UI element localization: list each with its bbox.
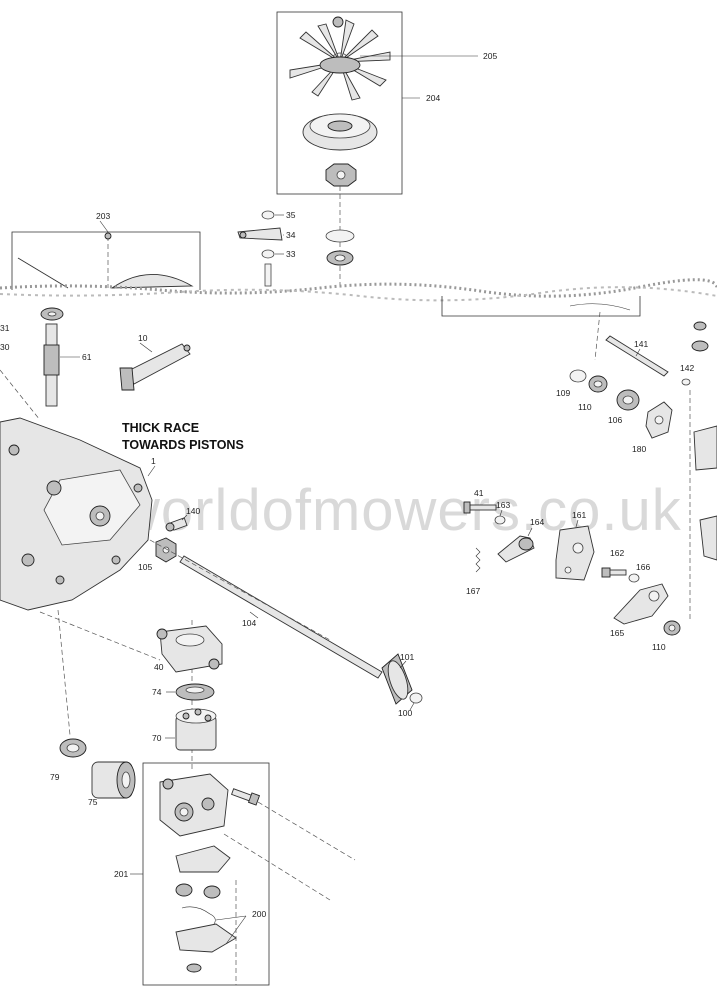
- label-34: 34: [286, 230, 296, 240]
- seal-79: [59, 738, 87, 758]
- label-203: 203: [96, 211, 110, 221]
- ring-100: [409, 692, 423, 704]
- label-180: 180: [632, 444, 646, 454]
- label-75: 75: [88, 797, 98, 807]
- plate-161: [555, 525, 595, 581]
- cut-band: [0, 278, 717, 302]
- label-110-upper: 110: [578, 402, 592, 412]
- fitting-140: [165, 517, 188, 532]
- ring-109: [569, 369, 587, 383]
- label-205: 205: [483, 51, 497, 61]
- motor-75: [91, 761, 136, 799]
- pulley: [302, 113, 378, 151]
- control-arm-34: [237, 227, 283, 241]
- label-204: 204: [426, 93, 440, 103]
- label-40: 40: [154, 662, 164, 672]
- pin-142: [681, 378, 691, 386]
- label-33: 33: [286, 249, 296, 259]
- bracket-203: [110, 274, 194, 289]
- hub-nut: [325, 163, 357, 187]
- pump-housing: [159, 773, 229, 837]
- label-142: 142: [680, 363, 694, 373]
- center-section-40: [156, 625, 223, 673]
- spring-clip: [181, 906, 216, 925]
- label-163: 163: [496, 500, 510, 510]
- bolt-201: [231, 788, 261, 806]
- rod-141: [605, 335, 669, 377]
- label-101: 101: [400, 652, 414, 662]
- thrust-bearing-74: [175, 683, 215, 701]
- bevel-gear-101: [381, 653, 413, 705]
- pin-33: [264, 263, 272, 287]
- label-79: 79: [50, 772, 60, 782]
- label-200: 200: [252, 909, 266, 919]
- note-line-1: THICK RACE: [122, 421, 199, 435]
- filter-plate: [175, 923, 237, 953]
- fan-pulley-assembly-box: [276, 11, 403, 195]
- lever-164: [497, 535, 535, 563]
- label-162: 162: [610, 548, 624, 558]
- washer-163: [494, 515, 506, 525]
- label-70: 70: [152, 733, 162, 743]
- label-166: 166: [636, 562, 650, 572]
- watermark-text: worldofmowers.co.uk: [117, 478, 682, 543]
- label-165: 165: [610, 628, 624, 638]
- label-10: 10: [138, 333, 148, 343]
- spring-167: [475, 547, 481, 573]
- note-line-2: TOWARDS PISTONS: [122, 438, 244, 452]
- check-valves: [175, 883, 221, 899]
- filter-plug: [186, 963, 202, 973]
- washer-166: [628, 573, 640, 583]
- label-61: 61: [82, 352, 92, 362]
- gear-105: [155, 537, 177, 563]
- label-140: 140: [186, 506, 200, 516]
- transaxle-housing-1: [0, 417, 153, 611]
- label-104: 104: [242, 618, 256, 628]
- cylinder-block-70: [175, 708, 217, 751]
- arm-165: [613, 583, 669, 625]
- plate: [175, 845, 231, 873]
- bushing-106: [616, 389, 640, 411]
- label-110-lower: 110: [652, 642, 666, 652]
- label-41: 41: [474, 488, 484, 498]
- axle-shaft-104: [179, 555, 383, 679]
- label-109: 109: [556, 388, 570, 398]
- bypass-handle-10: [119, 343, 191, 391]
- right-housing-part: [693, 425, 717, 471]
- bolt-162: [601, 567, 627, 578]
- label-35: 35: [286, 210, 296, 220]
- retaining-ring: [325, 229, 355, 243]
- label-30: 30: [0, 342, 10, 352]
- label-164: 164: [530, 517, 544, 527]
- label-167: 167: [466, 586, 480, 596]
- washer-35: [261, 210, 275, 220]
- label-141: 141: [634, 339, 648, 349]
- label-31: 31: [0, 323, 10, 333]
- bracket-box-203: [11, 231, 201, 290]
- label-74: 74: [152, 687, 162, 697]
- washer-33: [261, 249, 275, 259]
- lower-right-box: [441, 296, 641, 317]
- label-161: 161: [572, 510, 586, 520]
- bracket-180: [645, 401, 673, 439]
- label-100: 100: [398, 708, 412, 718]
- label-106: 106: [608, 415, 622, 425]
- bolt-41: [463, 501, 497, 514]
- cooling-fan: [289, 16, 391, 101]
- right-edge-part: [699, 515, 717, 561]
- label-1: 1: [151, 456, 156, 466]
- label-105: 105: [138, 562, 152, 572]
- label-201: 201: [114, 869, 128, 879]
